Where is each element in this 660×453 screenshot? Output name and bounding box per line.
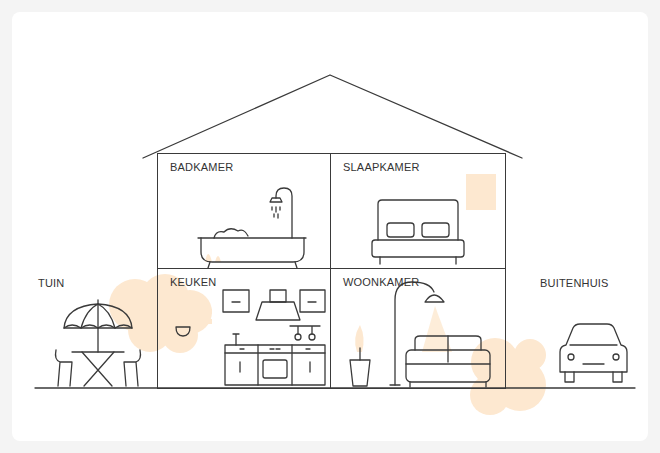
room-label: WOONKAMER: [343, 276, 419, 288]
car-symbol: [560, 324, 627, 382]
accent-blobs: [109, 174, 546, 415]
room-box: WOONKAMER: [330, 268, 506, 389]
area-label: TUIN: [38, 277, 64, 289]
bed-symbol: [372, 200, 464, 264]
room-label: KEUKEN: [170, 276, 216, 288]
kitchen-symbol: [176, 290, 325, 385]
room-box: KEUKEN: [157, 268, 331, 389]
room-label: BADKAMER: [170, 161, 233, 173]
living-room-symbol: [350, 282, 490, 387]
room-box: BADKAMER: [157, 153, 331, 269]
area-label: BUITENHUIS: [540, 277, 609, 289]
garden-table-symbol: [56, 300, 141, 386]
room-label: SLAAPKAMER: [343, 161, 420, 173]
bathtub-symbol: [198, 188, 306, 268]
room-box: SLAAPKAMER: [330, 153, 506, 269]
roof: [143, 75, 522, 158]
card-background: [12, 12, 648, 441]
